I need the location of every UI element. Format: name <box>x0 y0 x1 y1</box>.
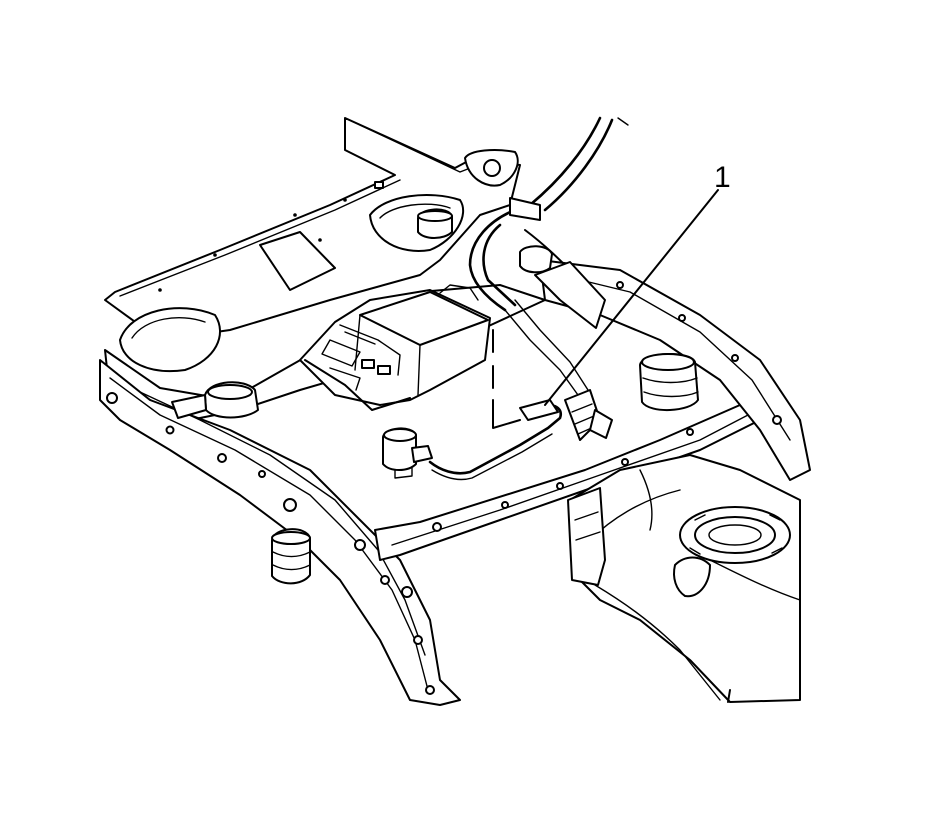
body-mount-upper <box>417 208 453 239</box>
evap-hose <box>428 329 562 481</box>
filler-pipes <box>468 116 629 396</box>
body-mount-rear-left <box>171 381 259 419</box>
shock-absorber <box>564 389 613 441</box>
evap-canister <box>299 284 491 411</box>
vent-filter <box>382 427 433 479</box>
upper-rear-panel <box>104 117 521 372</box>
body-mount-rear-right <box>639 353 699 412</box>
body-mount-front-left <box>271 528 311 585</box>
callout-1: 1 <box>544 161 731 406</box>
fuel-tank <box>567 454 801 703</box>
callout-label: 1 <box>714 161 731 194</box>
